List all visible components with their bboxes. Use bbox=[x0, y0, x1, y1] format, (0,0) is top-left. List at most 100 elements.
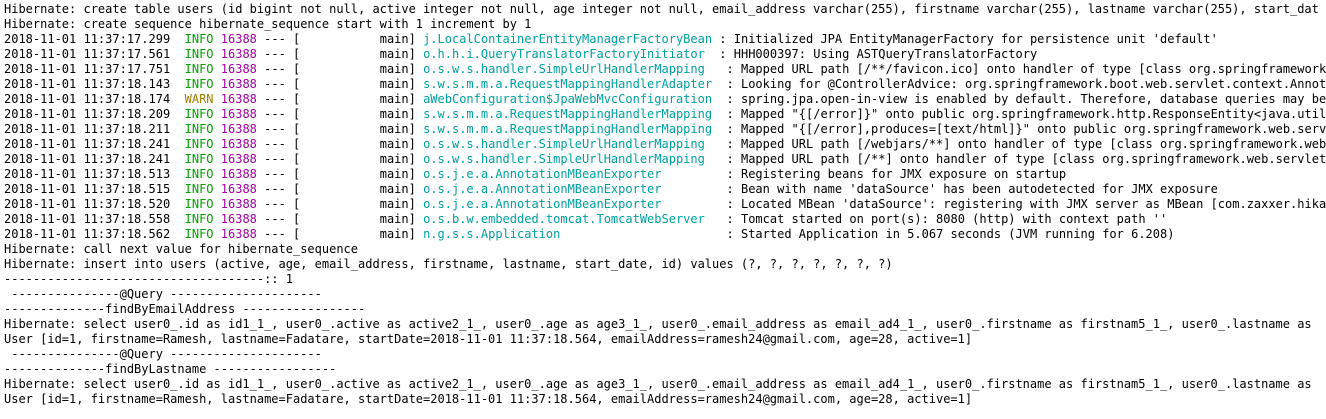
console-line: Hibernate: select user0_.id as id1_1_, u… bbox=[4, 377, 1312, 392]
log-level: INFO bbox=[184, 212, 214, 226]
log-level: INFO bbox=[184, 32, 214, 46]
console-text: Hibernate: create table users (id bigint… bbox=[4, 2, 1319, 16]
log-pid: 16388 bbox=[220, 167, 257, 181]
console-line: Hibernate: create table users (id bigint… bbox=[4, 2, 1319, 17]
log-thread: --- [ main] bbox=[264, 47, 416, 61]
log-logger: o.s.j.e.a.AnnotationMBeanExporter bbox=[423, 182, 720, 196]
log-level: INFO bbox=[184, 62, 214, 76]
log-line: 2018-11-01 11:37:18.241 INFO 16388 --- [… bbox=[4, 152, 1326, 167]
log-message: : Started Application in 5.067 seconds (… bbox=[726, 227, 1175, 241]
log-thread: --- [ main] bbox=[264, 167, 416, 181]
log-thread: --- [ main] bbox=[264, 107, 416, 121]
console-text: Hibernate: insert into users (active, ag… bbox=[4, 257, 893, 271]
log-logger: s.w.s.m.m.a.RequestMappingHandlerAdapter bbox=[423, 77, 720, 91]
log-pid: 16388 bbox=[220, 62, 257, 76]
log-message: : Mapped URL path [/**] onto handler of … bbox=[726, 152, 1326, 166]
log-message: : HHH000397: Using ASTQueryTranslatorFac… bbox=[719, 47, 1038, 61]
log-timestamp: 2018-11-01 11:37:18.241 bbox=[4, 152, 171, 166]
console-line: User [id=1, firstname=Ramesh, lastname=F… bbox=[4, 332, 1277, 347]
console-text: Hibernate: select user0_.id as id1_1_, u… bbox=[4, 377, 1312, 391]
log-logger: o.s.j.e.a.AnnotationMBeanExporter bbox=[423, 197, 720, 211]
console-line: --------------findByEmailAddress -------… bbox=[4, 302, 1277, 317]
console-text: --------------findByLastname -----------… bbox=[4, 362, 337, 376]
log-message: : Mapped "{[/error]}" onto public org.sp… bbox=[726, 107, 1326, 121]
console-line: Hibernate: create sequence hibernate_seq… bbox=[4, 17, 1277, 32]
log-line: 2018-11-01 11:37:18.211 INFO 16388 --- [… bbox=[4, 122, 1326, 137]
log-logger: j.LocalContainerEntityManagerFactoryBean bbox=[423, 32, 713, 46]
console-text: ------------------------------------:: 1 bbox=[4, 272, 293, 286]
log-level: INFO bbox=[184, 227, 214, 241]
log-timestamp: 2018-11-01 11:37:18.562 bbox=[4, 227, 171, 241]
console-line: ---------------@Query ------------------… bbox=[4, 287, 1277, 302]
log-line: 2018-11-01 11:37:17.299 INFO 16388 --- [… bbox=[4, 32, 1277, 47]
log-message: : Located MBean 'dataSource': registerin… bbox=[726, 197, 1326, 211]
log-logger: o.h.h.i.QueryTranslatorFactoryInitiator bbox=[423, 47, 713, 61]
log-timestamp: 2018-11-01 11:37:18.241 bbox=[4, 137, 171, 151]
log-thread: --- [ main] bbox=[264, 137, 416, 151]
console-line: ------------------------------------:: 1 bbox=[4, 272, 1277, 287]
log-timestamp: 2018-11-01 11:37:18.209 bbox=[4, 107, 171, 121]
log-pid: 16388 bbox=[220, 227, 257, 241]
log-timestamp: 2018-11-01 11:37:17.299 bbox=[4, 32, 171, 46]
log-timestamp: 2018-11-01 11:37:18.143 bbox=[4, 77, 171, 91]
log-timestamp: 2018-11-01 11:37:18.174 bbox=[4, 92, 171, 106]
log-message: : Tomcat started on port(s): 8080 (http)… bbox=[726, 212, 1168, 226]
log-logger: o.s.b.w.embedded.tomcat.TomcatWebServer bbox=[423, 212, 720, 226]
log-level: INFO bbox=[184, 137, 214, 151]
log-level: INFO bbox=[184, 197, 214, 211]
log-line: 2018-11-01 11:37:17.751 INFO 16388 --- [… bbox=[4, 62, 1326, 77]
log-timestamp: 2018-11-01 11:37:18.520 bbox=[4, 197, 171, 211]
log-message: : Bean with name 'dataSource' has been a… bbox=[726, 182, 1218, 196]
log-pid: 16388 bbox=[220, 197, 257, 211]
log-thread: --- [ main] bbox=[264, 182, 416, 196]
console-text: User [id=1, firstname=Ramesh, lastname=F… bbox=[4, 392, 973, 406]
log-timestamp: 2018-11-01 11:37:18.513 bbox=[4, 167, 171, 181]
log-message: : Registering beans for JMX exposure on … bbox=[726, 167, 1067, 181]
log-level: INFO bbox=[184, 107, 214, 121]
log-pid: 16388 bbox=[220, 137, 257, 151]
log-thread: --- [ main] bbox=[264, 212, 416, 226]
log-logger: o.s.w.s.handler.SimpleUrlHandlerMapping bbox=[423, 152, 720, 166]
log-thread: --- [ main] bbox=[264, 32, 416, 46]
log-logger: s.w.s.m.m.a.RequestMappingHandlerMapping bbox=[423, 122, 720, 136]
log-pid: 16388 bbox=[220, 32, 257, 46]
console-line: ---------------@Query ------------------… bbox=[4, 347, 1277, 362]
log-pid: 16388 bbox=[220, 122, 257, 136]
log-logger: aWebConfiguration$JpaWebMvcConfiguration bbox=[423, 92, 720, 106]
log-line: 2018-11-01 11:37:18.515 INFO 16388 --- [… bbox=[4, 182, 1277, 197]
log-level: INFO bbox=[184, 122, 214, 136]
log-line: 2018-11-01 11:37:18.520 INFO 16388 --- [… bbox=[4, 197, 1326, 212]
log-timestamp: 2018-11-01 11:37:17.561 bbox=[4, 47, 171, 61]
console-text: User [id=1, firstname=Ramesh, lastname=F… bbox=[4, 332, 973, 346]
log-level: WARN bbox=[184, 92, 214, 106]
log-line: 2018-11-01 11:37:18.143 INFO 16388 --- [… bbox=[4, 77, 1326, 92]
log-line: 2018-11-01 11:37:18.513 INFO 16388 --- [… bbox=[4, 167, 1277, 182]
console-text: --------------findByEmailAddress -------… bbox=[4, 302, 366, 316]
log-pid: 16388 bbox=[220, 77, 257, 91]
log-thread: --- [ main] bbox=[264, 77, 416, 91]
log-pid: 16388 bbox=[220, 152, 257, 166]
log-message: : spring.jpa.open-in-view is enabled by … bbox=[726, 92, 1326, 106]
log-line: 2018-11-01 11:37:18.241 INFO 16388 --- [… bbox=[4, 137, 1326, 152]
log-line: 2018-11-01 11:37:18.209 INFO 16388 --- [… bbox=[4, 107, 1326, 122]
console-text: Hibernate: create sequence hibernate_seq… bbox=[4, 17, 532, 31]
log-pid: 16388 bbox=[220, 47, 257, 61]
log-message: : Mapped URL path [/webjars/**] onto han… bbox=[726, 137, 1326, 151]
console-line: Hibernate: call next value for hibernate… bbox=[4, 242, 1277, 257]
log-thread: --- [ main] bbox=[264, 62, 416, 76]
log-level: INFO bbox=[184, 47, 214, 61]
log-line: 2018-11-01 11:37:18.558 INFO 16388 --- [… bbox=[4, 212, 1277, 227]
log-timestamp: 2018-11-01 11:37:18.515 bbox=[4, 182, 171, 196]
log-timestamp: 2018-11-01 11:37:18.558 bbox=[4, 212, 171, 226]
log-timestamp: 2018-11-01 11:37:18.211 bbox=[4, 122, 171, 136]
log-thread: --- [ main] bbox=[264, 227, 416, 241]
console-text: Hibernate: call next value for hibernate… bbox=[4, 242, 359, 256]
log-thread: --- [ main] bbox=[264, 197, 416, 211]
log-logger: o.s.w.s.handler.SimpleUrlHandlerMapping bbox=[423, 137, 720, 151]
log-line: 2018-11-01 11:37:17.561 INFO 16388 --- [… bbox=[4, 47, 1277, 62]
log-level: INFO bbox=[184, 152, 214, 166]
log-message: : Looking for @ControllerAdvice: org.spr… bbox=[726, 77, 1326, 91]
log-line: 2018-11-01 11:37:18.174 WARN 16388 --- [… bbox=[4, 92, 1326, 107]
log-logger: o.s.w.s.handler.SimpleUrlHandlerMapping bbox=[423, 62, 720, 76]
